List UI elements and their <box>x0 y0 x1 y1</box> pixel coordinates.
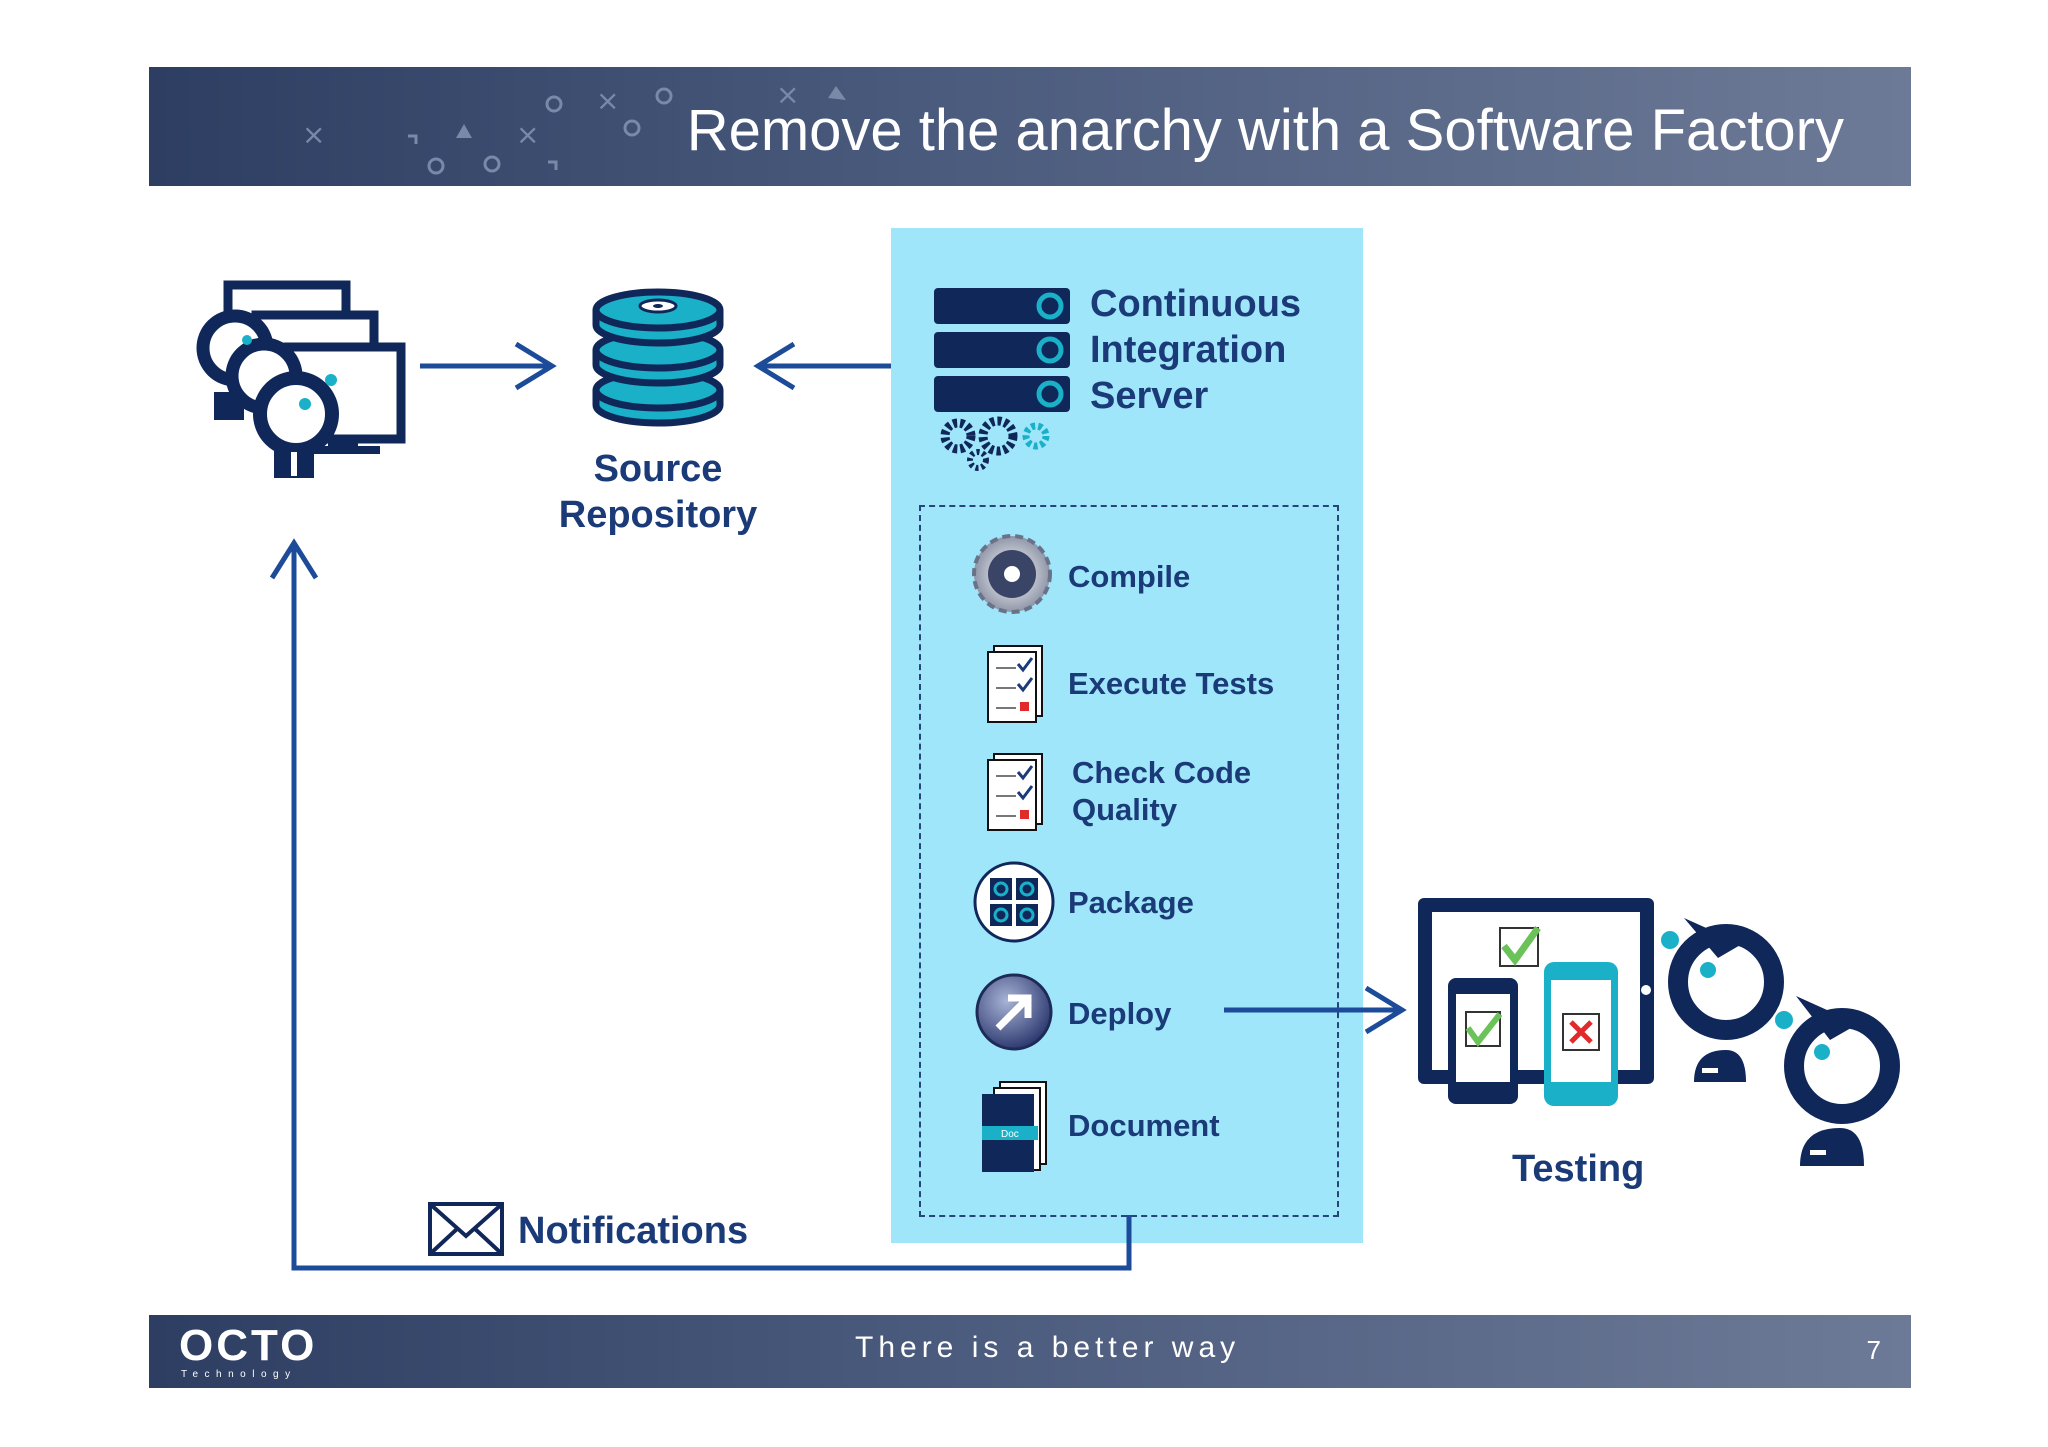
step-deploy-label: Deploy <box>1068 996 1172 1031</box>
ci-server-icon <box>934 288 1070 471</box>
arrow-commit <box>420 341 557 391</box>
step-execute-tests-label: Execute Tests <box>1068 666 1275 701</box>
doc-icon-text: Doc <box>1001 1129 1019 1140</box>
svg-text:×: × <box>302 118 325 151</box>
package-icon <box>973 861 1055 943</box>
testing-label: Testing <box>1512 1148 1645 1190</box>
svg-text:×: × <box>516 118 539 151</box>
svg-text:×: × <box>776 78 799 111</box>
deploy-arrow-icon <box>975 973 1053 1051</box>
checklist-icon <box>987 753 1043 831</box>
svg-text:×: × <box>596 84 619 117</box>
step-document-label: Document <box>1068 1108 1220 1143</box>
checklist-icon <box>987 645 1043 723</box>
notifications-loop <box>269 538 1132 1271</box>
document-icon: Doc <box>982 1081 1047 1172</box>
ci-server-label: Continuous Integration Server <box>1090 283 1302 417</box>
slide-title: Remove the anarchy with a Software Facto… <box>686 98 1844 163</box>
developers-icon <box>196 280 406 478</box>
notifications-label: Notifications <box>518 1210 749 1252</box>
brand-logo: OCTO <box>179 1321 318 1370</box>
step-package-label: Package <box>1068 885 1194 920</box>
footer-tagline: There is a better way <box>855 1331 1241 1364</box>
step-check-code-quality-label: Check Code Quality <box>1072 755 1252 827</box>
testers-icon <box>1661 918 1900 1166</box>
header-decoration: × × × × <box>302 78 846 175</box>
slide-footer: OCTO Technology There is a better way 7 <box>149 1315 1911 1388</box>
brand-subtitle: Technology <box>181 1369 297 1380</box>
gear-icon <box>972 534 1052 614</box>
arrow-checkout <box>753 341 891 391</box>
step-compile-label: Compile <box>1068 559 1191 594</box>
database-icon <box>592 288 724 427</box>
arrow-deploy <box>1224 985 1407 1035</box>
page-number: 7 <box>1866 1335 1881 1365</box>
envelope-icon <box>428 1202 504 1256</box>
testing-devices-icon <box>1418 898 1654 1106</box>
source-repository-label: Source Repository <box>558 448 758 536</box>
